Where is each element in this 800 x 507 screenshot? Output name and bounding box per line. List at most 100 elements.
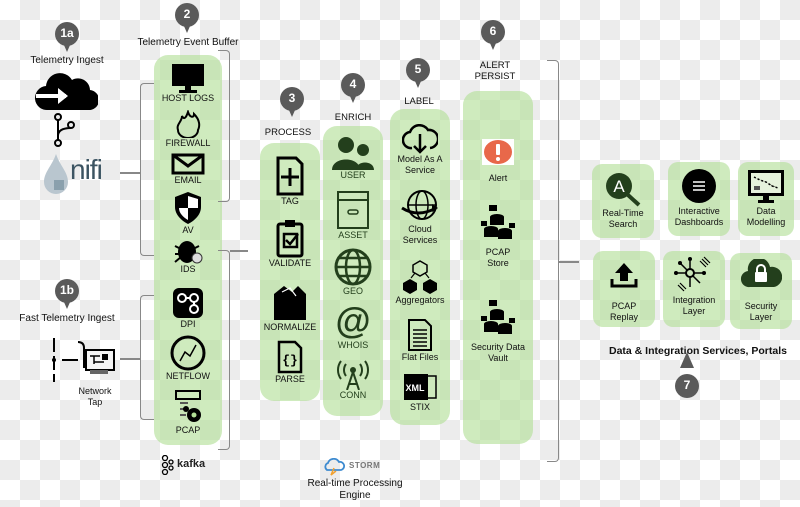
at-sign-icon: @ bbox=[335, 304, 370, 340]
alert-persist-brace bbox=[547, 60, 559, 462]
stage-2-title: Telemetry Event Buffer bbox=[137, 37, 239, 48]
label-line: Security Data bbox=[470, 342, 526, 352]
antenna-icon bbox=[337, 360, 369, 390]
event-buffer-brace-lower bbox=[218, 250, 230, 450]
shield-icon bbox=[175, 192, 201, 224]
bug-icon bbox=[174, 241, 203, 264]
stage-3-pin: 3 bbox=[280, 87, 304, 119]
stage-5-pin: 5 bbox=[406, 58, 430, 90]
label-line: Vault bbox=[488, 353, 508, 363]
stix-item: XML STIX bbox=[388, 370, 452, 413]
cubes-icon bbox=[403, 260, 437, 294]
dpi-item: DPI bbox=[154, 287, 222, 330]
label-line: Service bbox=[404, 165, 435, 175]
netflow-icon bbox=[170, 335, 206, 371]
host-logs-item: HOST LOGS bbox=[154, 63, 222, 104]
validate-item: VALIDATE bbox=[260, 218, 320, 269]
connector-line bbox=[120, 172, 140, 174]
monitor-icon bbox=[172, 64, 204, 93]
firewall-item: FIREWALL bbox=[154, 110, 222, 149]
svg-text:@: @ bbox=[335, 304, 370, 340]
stage-1a-title: Telemetry Ingest bbox=[30, 55, 104, 66]
pcap-item: PCAP bbox=[154, 389, 222, 436]
stage-4-title: ENRICH bbox=[334, 112, 372, 123]
aggregators-item: Aggregators bbox=[388, 259, 452, 306]
nifi-logo: nifi bbox=[42, 150, 116, 196]
normalize-item: NORMALIZE bbox=[260, 282, 320, 333]
svg-text:A: A bbox=[613, 177, 625, 196]
nifi-drop-icon bbox=[44, 154, 68, 194]
whois-item: @ WHOIS bbox=[323, 304, 383, 351]
globe-arrow-icon bbox=[401, 190, 438, 220]
svg-text:XML: XML bbox=[406, 383, 426, 393]
label-line: PCAP bbox=[611, 301, 637, 311]
label-line: Replay bbox=[609, 312, 638, 322]
geo-item: GEO bbox=[323, 248, 383, 297]
event-buffer-brace bbox=[218, 50, 230, 202]
stage-1a-pin: 1a bbox=[55, 22, 79, 54]
label-line: Real-Time bbox=[602, 208, 644, 218]
stage-3-title: PROCESS bbox=[264, 127, 312, 138]
label-line: PCAP bbox=[485, 247, 511, 257]
label-line: Interactive bbox=[678, 206, 720, 216]
stage-2-pin: 2 bbox=[175, 3, 199, 35]
label-line: Modelling bbox=[746, 217, 786, 227]
label-line: Integration bbox=[672, 295, 716, 305]
stage-1b-title: Fast Telemetry Ingest bbox=[19, 313, 115, 324]
storm-text: STORM bbox=[349, 461, 381, 470]
tag-item: TAG bbox=[260, 156, 320, 207]
nifi-text: nifi bbox=[70, 154, 103, 185]
kafka-icon bbox=[161, 455, 174, 475]
upload-icon bbox=[610, 263, 638, 288]
flat-files-item: Flat Files bbox=[388, 318, 452, 363]
folder-papers-icon bbox=[274, 286, 306, 320]
asset-item: ASSET bbox=[323, 190, 383, 241]
label-line: Services bbox=[402, 235, 438, 245]
ingest-brace-top bbox=[140, 83, 154, 256]
clipboard-check-icon bbox=[276, 220, 304, 258]
email-item: EMAIL bbox=[154, 153, 222, 186]
dpi-icon bbox=[173, 288, 203, 318]
label-line: Search bbox=[608, 219, 638, 229]
cloud-lock-icon bbox=[740, 259, 782, 288]
stage-6-pin: 6 bbox=[481, 20, 505, 52]
stage-7-pin: 7 bbox=[675, 352, 699, 398]
alert-item: Alert bbox=[463, 139, 533, 184]
connector-line bbox=[559, 261, 579, 263]
label-line: Layer bbox=[682, 306, 706, 316]
flame-icon bbox=[176, 110, 201, 138]
database-cluster-icon bbox=[481, 205, 515, 239]
code-file-icon: {} bbox=[277, 340, 303, 374]
network-tap-icon bbox=[52, 338, 115, 382]
xml-file-icon: XML bbox=[404, 374, 437, 400]
label-line: Model As A bbox=[397, 154, 443, 164]
label-line: Data bbox=[756, 206, 776, 216]
hub-burst-icon bbox=[674, 256, 711, 292]
netflow-item: NETFLOW bbox=[154, 335, 222, 382]
alert-exclamation-icon bbox=[482, 139, 514, 165]
label-line: Cloud bbox=[408, 224, 432, 234]
stage-4-pin: 4 bbox=[341, 73, 365, 105]
svg-text:{}: {} bbox=[282, 353, 298, 368]
label-line: Store bbox=[487, 258, 509, 268]
av-item: AV bbox=[154, 191, 222, 236]
database-cluster-icon bbox=[481, 300, 515, 334]
